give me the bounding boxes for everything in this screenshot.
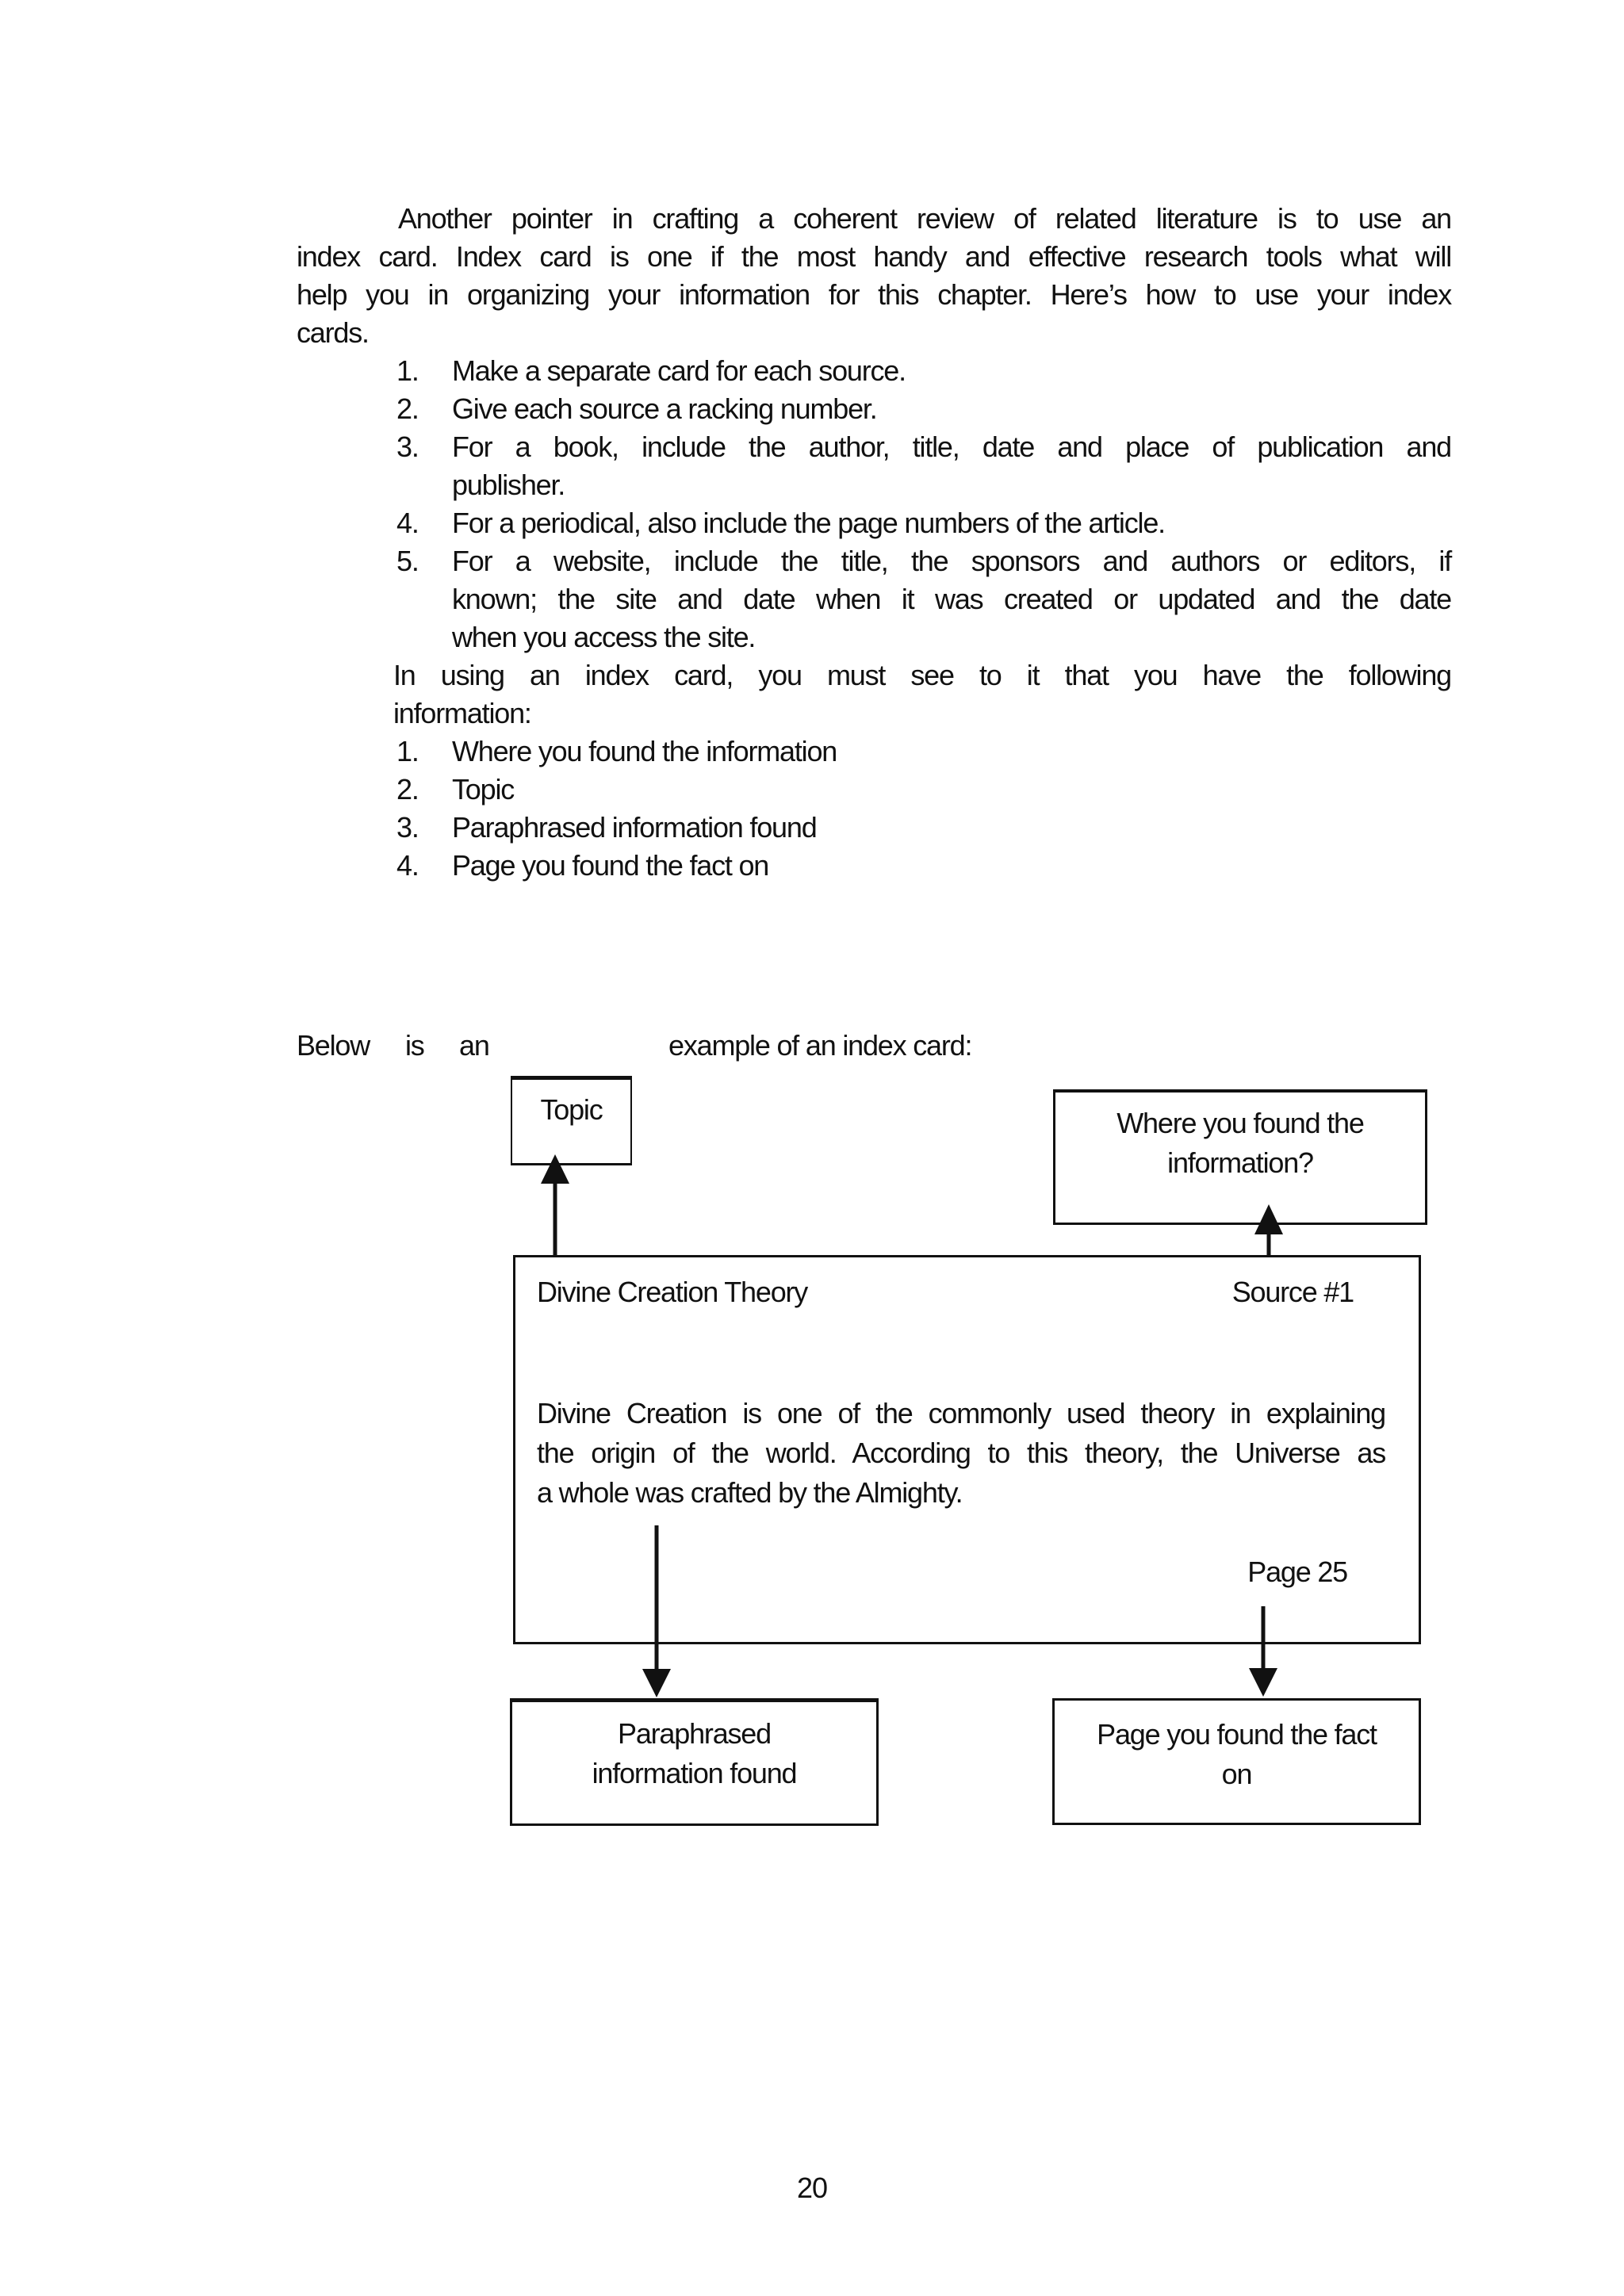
paragraph-line: In using an index card, you must see to …	[393, 659, 1452, 691]
list-item-number: 5.	[396, 545, 419, 577]
list-item-text: Paraphrased information found	[452, 811, 818, 844]
list-item-text: For a book, include the author, title, d…	[452, 430, 1452, 463]
list-item-text: For a periodical, also include the page …	[452, 507, 1166, 539]
where-found-label-box: Where you found the information?	[1053, 1089, 1427, 1225]
page-found-label-box: Page you found the fact on	[1052, 1698, 1421, 1825]
page-number: 20	[796, 2172, 828, 2204]
index-card-topic: Divine Creation Theory	[537, 1276, 808, 1308]
topic-label: Topic	[540, 1093, 603, 1126]
paraphrased-label-line: information found	[592, 1757, 798, 1789]
where-found-label-line: Where you found the	[1116, 1107, 1365, 1139]
list-item: 5. For a website, include the title, the…	[297, 542, 1452, 580]
caption-text: example of an index card:	[668, 1029, 972, 1062]
topic-label-box: Topic	[511, 1076, 632, 1165]
index-card-source: Source #1	[1231, 1276, 1355, 1308]
list-item: 2. Topic	[297, 771, 1451, 809]
list-item: 4. For a periodical, also include the pa…	[297, 504, 1451, 542]
paragraph-line: index card. Index card is one if the mos…	[297, 240, 1452, 273]
list-item: 3. Paraphrased information found	[297, 809, 1451, 847]
list-item-continuation: known; the site and date when it was cre…	[297, 580, 1452, 618]
index-card-page-ref: Page 25	[1247, 1556, 1348, 1588]
page-found-label-line: Page you found the fact	[1097, 1718, 1377, 1751]
example-caption-line: Below is an example of an index card:	[297, 1027, 1451, 1065]
index-card-paraphrase: Divine Creation is one of the commonly u…	[537, 1394, 1386, 1513]
paragraph-line: Another pointer in crafting a coherent r…	[398, 202, 1452, 235]
list-item: 4. Page you found the fact on	[297, 847, 1451, 885]
list-item-text: Give each source a racking number.	[452, 392, 878, 425]
paragraph-line: cards.	[297, 316, 370, 349]
list-item-continuation: publisher.	[297, 466, 1451, 504]
list-item: 1. Where you found the information	[297, 733, 1451, 771]
list-item-text: Topic	[452, 773, 515, 806]
list-item-number: 4.	[396, 507, 419, 539]
index-card-example: Divine Creation Theory Source #1 Divine …	[513, 1255, 1421, 1644]
using-note-paragraph: In using an index card, you must see to …	[297, 656, 1452, 733]
list-item: 1. Make a separate card for each source.	[297, 352, 1451, 390]
required-information-list: 1. Where you found the information 2. To…	[297, 733, 1451, 885]
list-item-text: Where you found the information	[452, 735, 837, 767]
page-found-label-line: on	[1221, 1758, 1253, 1790]
list-item-number: 1.	[396, 735, 419, 767]
list-item: 2. Give each source a racking number.	[297, 390, 1451, 428]
list-item-number: 2.	[396, 392, 419, 425]
where-found-label-line: information?	[1167, 1146, 1314, 1179]
list-item-text: known; the site and date when it was cre…	[452, 583, 1452, 615]
intro-paragraph: Another pointer in crafting a coherent r…	[297, 200, 1452, 352]
arrow-up-to-topic-icon	[541, 1154, 569, 1255]
paraphrased-label-box: Paraphrased information found	[510, 1698, 879, 1826]
list-item-number: 3.	[396, 811, 419, 844]
index-card-paraphrase-line: Divine Creation is one of the commonly u…	[537, 1397, 1386, 1429]
paragraph-line: information:	[393, 697, 532, 729]
list-item-number: 4.	[396, 849, 419, 882]
list-item-text: Make a separate card for each source.	[452, 354, 906, 387]
text-column: Another pointer in crafting a coherent r…	[297, 200, 1452, 885]
list-item-number: 2.	[396, 773, 419, 806]
paragraph-line: help you in organizing your information …	[297, 278, 1452, 311]
source-card-instructions-list: 1. Make a separate card for each source.…	[297, 352, 1452, 656]
list-item-number: 3.	[396, 430, 419, 463]
list-item-text: Page you found the fact on	[452, 849, 769, 882]
list-item-number: 1.	[396, 354, 419, 387]
caption-word: is	[405, 1029, 425, 1062]
index-card-paraphrase-line: a whole was crafted by the Almighty.	[537, 1476, 963, 1509]
caption-word: Below	[297, 1029, 370, 1062]
list-item-text: For a website, include the title, the sp…	[452, 545, 1452, 577]
caption-word: an	[459, 1029, 490, 1062]
paraphrased-label-line: Paraphrased	[618, 1717, 772, 1750]
list-item-text: when you access the site.	[452, 621, 756, 653]
index-card-paraphrase-line: the origin of the world. According to th…	[537, 1437, 1386, 1469]
list-item: 3. For a book, include the author, title…	[297, 428, 1452, 466]
list-item-text: publisher.	[452, 469, 565, 501]
list-item-continuation: when you access the site.	[297, 618, 1451, 656]
